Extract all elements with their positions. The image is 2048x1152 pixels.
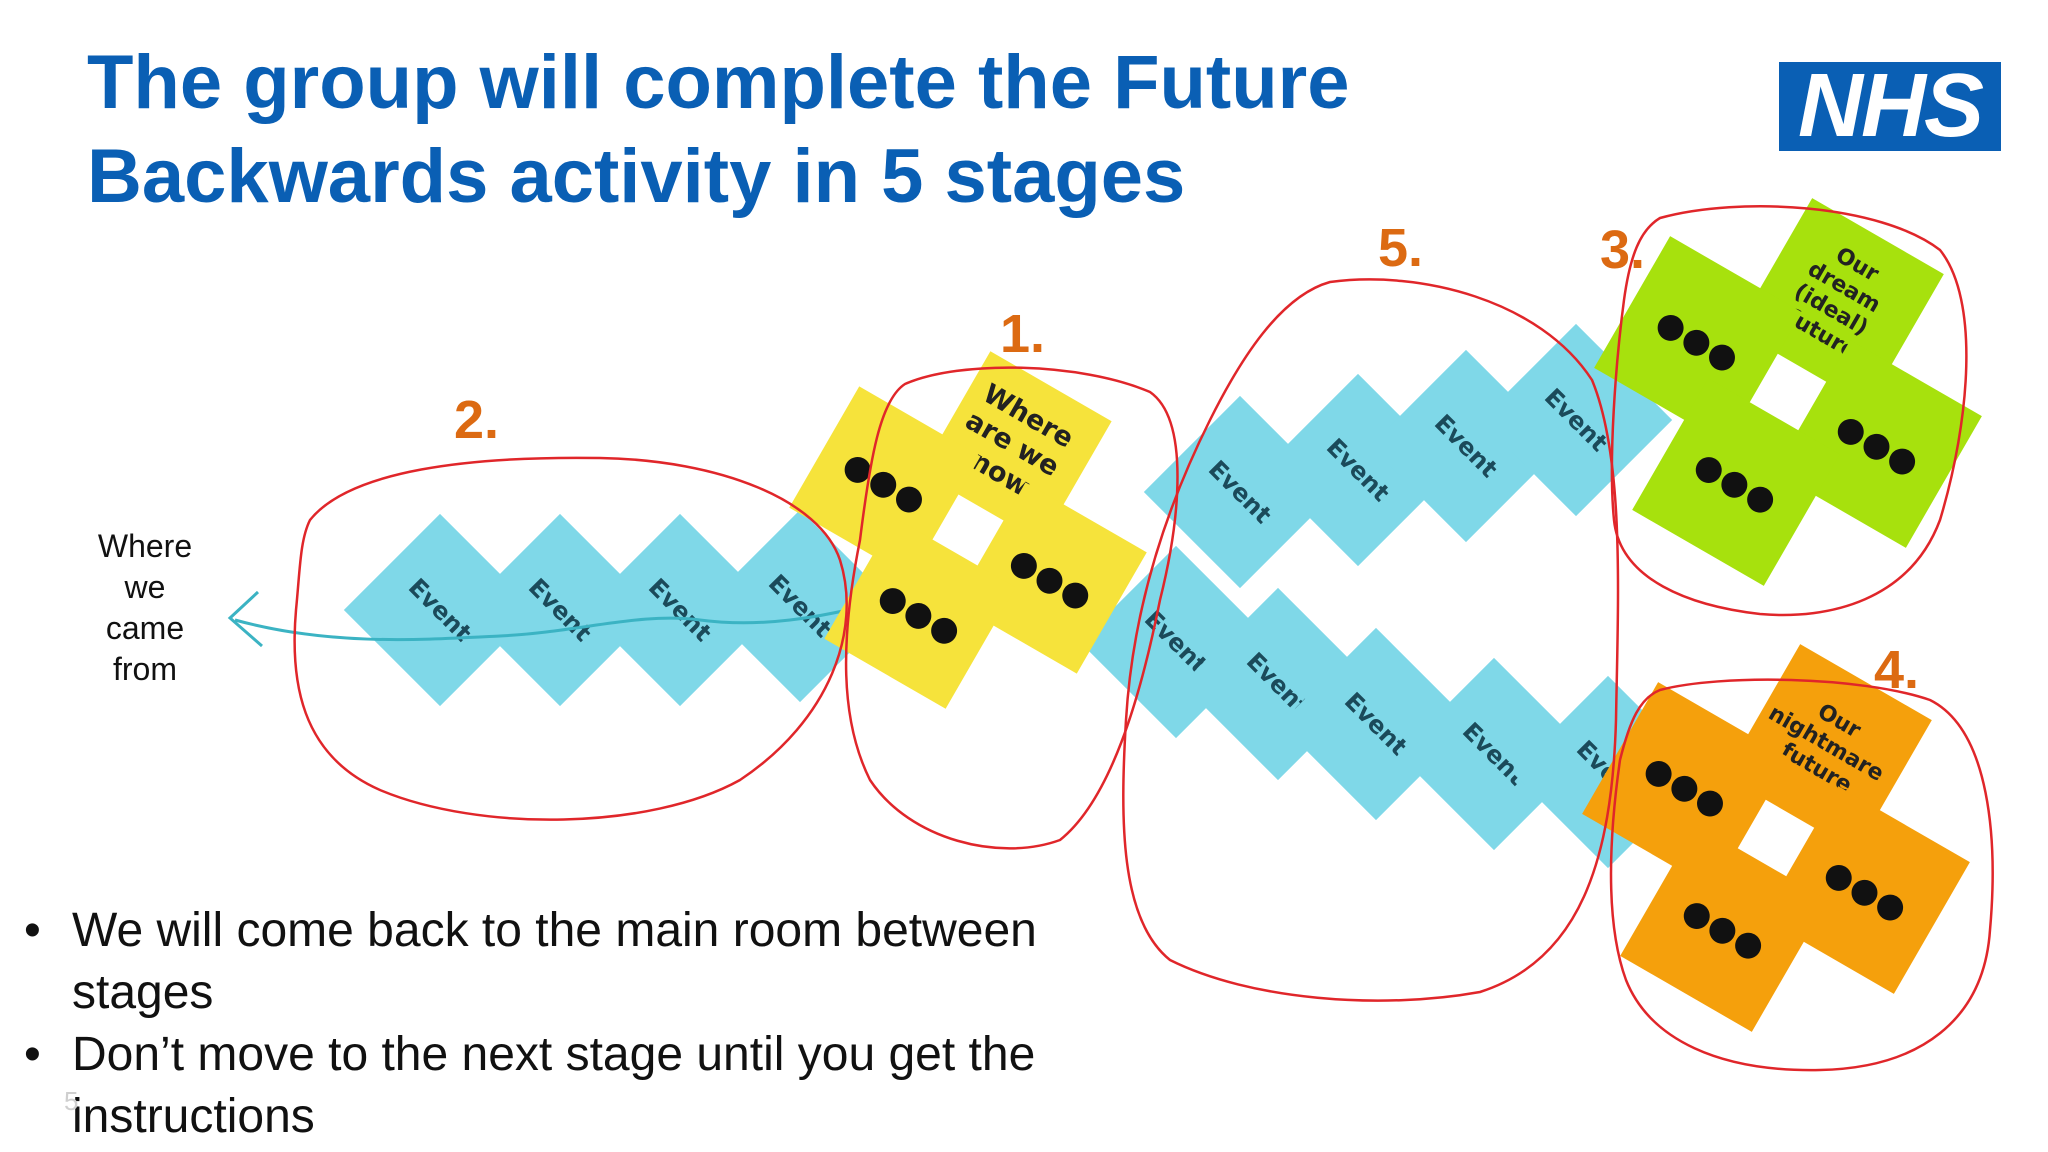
arrow-head-icon bbox=[227, 590, 263, 648]
sticky-note: ●●● bbox=[1762, 786, 1970, 994]
stage-number-2: 2. bbox=[454, 390, 500, 450]
nightmare-future-cluster: Our nightmare future ●●● ●●● ●●● bbox=[1582, 644, 1970, 1032]
back-arrow-line bbox=[234, 600, 881, 642]
sticky-note-nightmare: Our nightmare future bbox=[1724, 644, 1932, 852]
stage-number-1: 1. bbox=[1000, 304, 1046, 364]
event-tile: Event bbox=[703, 509, 897, 703]
sticky-note: ●●● bbox=[1582, 682, 1790, 890]
instruction-list: We will come back to the main room betwe… bbox=[22, 900, 1152, 1148]
origin-label: Where we came from bbox=[80, 526, 210, 690]
sticky-note: ●●● bbox=[955, 482, 1147, 674]
stage-2-outline bbox=[293, 456, 848, 821]
slide-title-line-1: The group will complete the Future bbox=[87, 40, 1350, 125]
stage-number-5: 5. bbox=[1378, 218, 1424, 278]
stage-number-3: 3. bbox=[1600, 220, 1646, 280]
origin-label-line: came bbox=[105, 610, 185, 646]
sticky-note: ●●● bbox=[824, 517, 1016, 709]
stage-5-outline bbox=[1122, 278, 1620, 1002]
present-note-cluster: Where are we now ●●● ●●● ●●● bbox=[789, 351, 1147, 709]
stage-3-outline bbox=[1610, 205, 1968, 617]
event-tile: Event bbox=[343, 513, 537, 707]
dream-future-cluster: Our dream (ideal) future ●●● ●●● ●●● bbox=[1594, 198, 1982, 586]
slide-number: 5 bbox=[64, 1086, 79, 1116]
instruction-item: We will come back to the main room betwe… bbox=[22, 900, 1152, 1024]
slide-title-line-2: Backwards activity in 5 stages bbox=[87, 134, 1186, 219]
sticky-note: ●●● bbox=[1620, 824, 1828, 1032]
instruction-item: Don’t move to the next stage until you g… bbox=[22, 1024, 1152, 1148]
event-tile: Event bbox=[463, 513, 657, 707]
sticky-note-dream: Our dream (ideal) future bbox=[1736, 198, 1944, 406]
event-tile: Event bbox=[583, 513, 777, 707]
slide-title: The group will complete the Future Backw… bbox=[87, 36, 1487, 224]
sticky-note: ●●● bbox=[1632, 378, 1840, 586]
stage-4-outline bbox=[1609, 678, 1994, 1072]
sticky-note: ●●● bbox=[789, 386, 981, 578]
nhs-logo: NHS bbox=[1779, 61, 2001, 151]
stage-1-outline bbox=[844, 366, 1179, 850]
origin-label-line: from bbox=[113, 651, 177, 687]
origin-label-line: Where bbox=[97, 528, 193, 564]
origin-label-line: we bbox=[124, 569, 166, 605]
sticky-note: ●●● bbox=[1594, 236, 1802, 444]
sticky-note: ●●● bbox=[1774, 340, 1982, 548]
